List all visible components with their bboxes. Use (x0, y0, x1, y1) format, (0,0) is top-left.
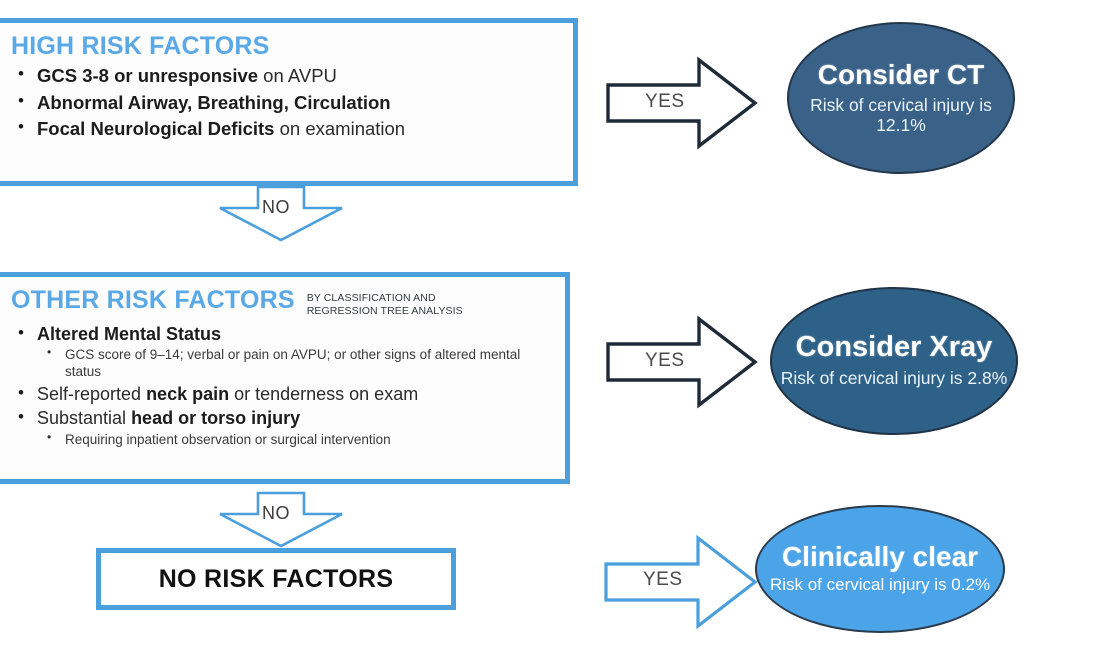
bullet-strong: head or torso injury (131, 408, 301, 429)
bullet-strong: Focal Neurological Deficits (37, 117, 275, 139)
no-risk-factors-label: NO RISK FACTORS (158, 564, 394, 593)
bullet-strong: GCS 3-8 or unresponsive (37, 65, 259, 87)
yes-arrow-2: YES (606, 315, 758, 409)
high-risk-heading-row: HIGH RISK FACTORS (11, 32, 559, 60)
outcome-ellipse-clinically-clear: Clinically clear Risk of cervical injury… (755, 505, 1005, 633)
yes-arrow-3: YES (604, 534, 758, 630)
other-risk-heading-note: BY CLASSIFICATION AND REGRESSION TREE AN… (307, 287, 463, 318)
yes-arrow-2-label: YES (645, 350, 685, 371)
bullet-strong: neck pain (146, 383, 230, 404)
outcome-ellipse-consider-ct: Consider CT Risk of cervical injury is 1… (787, 22, 1015, 174)
sub-list-item: GCS score of 9–14; verbal or pain on AVP… (37, 345, 551, 381)
list-item: Self-reported neck pain or tenderness on… (11, 381, 551, 406)
no-arrow-1: NO (218, 185, 344, 242)
high-risk-factors-box: HIGH RISK FACTORS GCS 3-8 or unresponsiv… (0, 18, 578, 186)
sub-bullet-list: Requiring inpatient observation or surgi… (37, 430, 551, 448)
other-risk-heading-row: OTHER RISK FACTORS BY CLASSIFICATION AND… (11, 287, 551, 318)
bullet-rest: on examination (274, 117, 406, 139)
outcome-title: Consider Xray (795, 331, 993, 364)
outcome-subtitle: Risk of cervical injury is 12.1% (810, 94, 992, 135)
outcome-title: Clinically clear (781, 541, 979, 573)
list-item: Substantial head or torso injury Requiri… (11, 405, 551, 448)
outcome-subtitle: Risk of cervical injury is 0.2% (769, 575, 991, 595)
list-item: Altered Mental Status GCS score of 9–14;… (11, 321, 551, 381)
list-item: GCS 3-8 or unresponsive on AVPU (11, 62, 559, 89)
other-risk-factors-box: OTHER RISK FACTORS BY CLASSIFICATION AND… (0, 272, 570, 484)
bullet-strong: Altered Mental Status (37, 323, 222, 344)
other-risk-bullet-list: Altered Mental Status GCS score of 9–14;… (11, 321, 551, 448)
no-arrow-1-label: NO (262, 197, 290, 217)
list-item: Abnormal Airway, Breathing, Circulation (11, 89, 559, 116)
heading-note-line-1: BY CLASSIFICATION AND (306, 292, 436, 304)
outcome-ellipse-consider-xray: Consider Xray Risk of cervical injury is… (770, 287, 1018, 435)
yes-arrow-1-label: YES (645, 91, 685, 112)
bullet-lead: Substantial (37, 408, 132, 429)
bullet-rest: or tenderness on exam (229, 383, 419, 404)
no-arrow-2: NO (218, 491, 344, 548)
bullet-strong: Abnormal Airway, Breathing, Circulation (37, 91, 391, 113)
bullet-rest: on AVPU (258, 65, 337, 87)
outcome-subtitle: Risk of cervical injury is 2.8% (780, 368, 1008, 389)
yes-arrow-1: YES (606, 56, 758, 150)
other-risk-heading: OTHER RISK FACTORS (11, 286, 295, 314)
outcome-title: Consider CT (817, 58, 985, 90)
no-arrow-2-label: NO (262, 503, 290, 523)
no-risk-factors-box: NO RISK FACTORS (96, 548, 456, 610)
list-item: Focal Neurological Deficits on examinati… (11, 115, 559, 142)
sub-list-item: Requiring inpatient observation or surgi… (37, 430, 551, 448)
high-risk-bullet-list: GCS 3-8 or unresponsive on AVPU Abnormal… (11, 62, 559, 142)
bullet-lead: Self-reported (37, 383, 147, 404)
high-risk-heading: HIGH RISK FACTORS (11, 32, 270, 60)
heading-note-line-2: REGRESSION TREE ANALYSIS (306, 304, 463, 317)
sub-bullet-list: GCS score of 9–14; verbal or pain on AVP… (37, 345, 551, 381)
yes-arrow-3-label: YES (643, 569, 683, 590)
